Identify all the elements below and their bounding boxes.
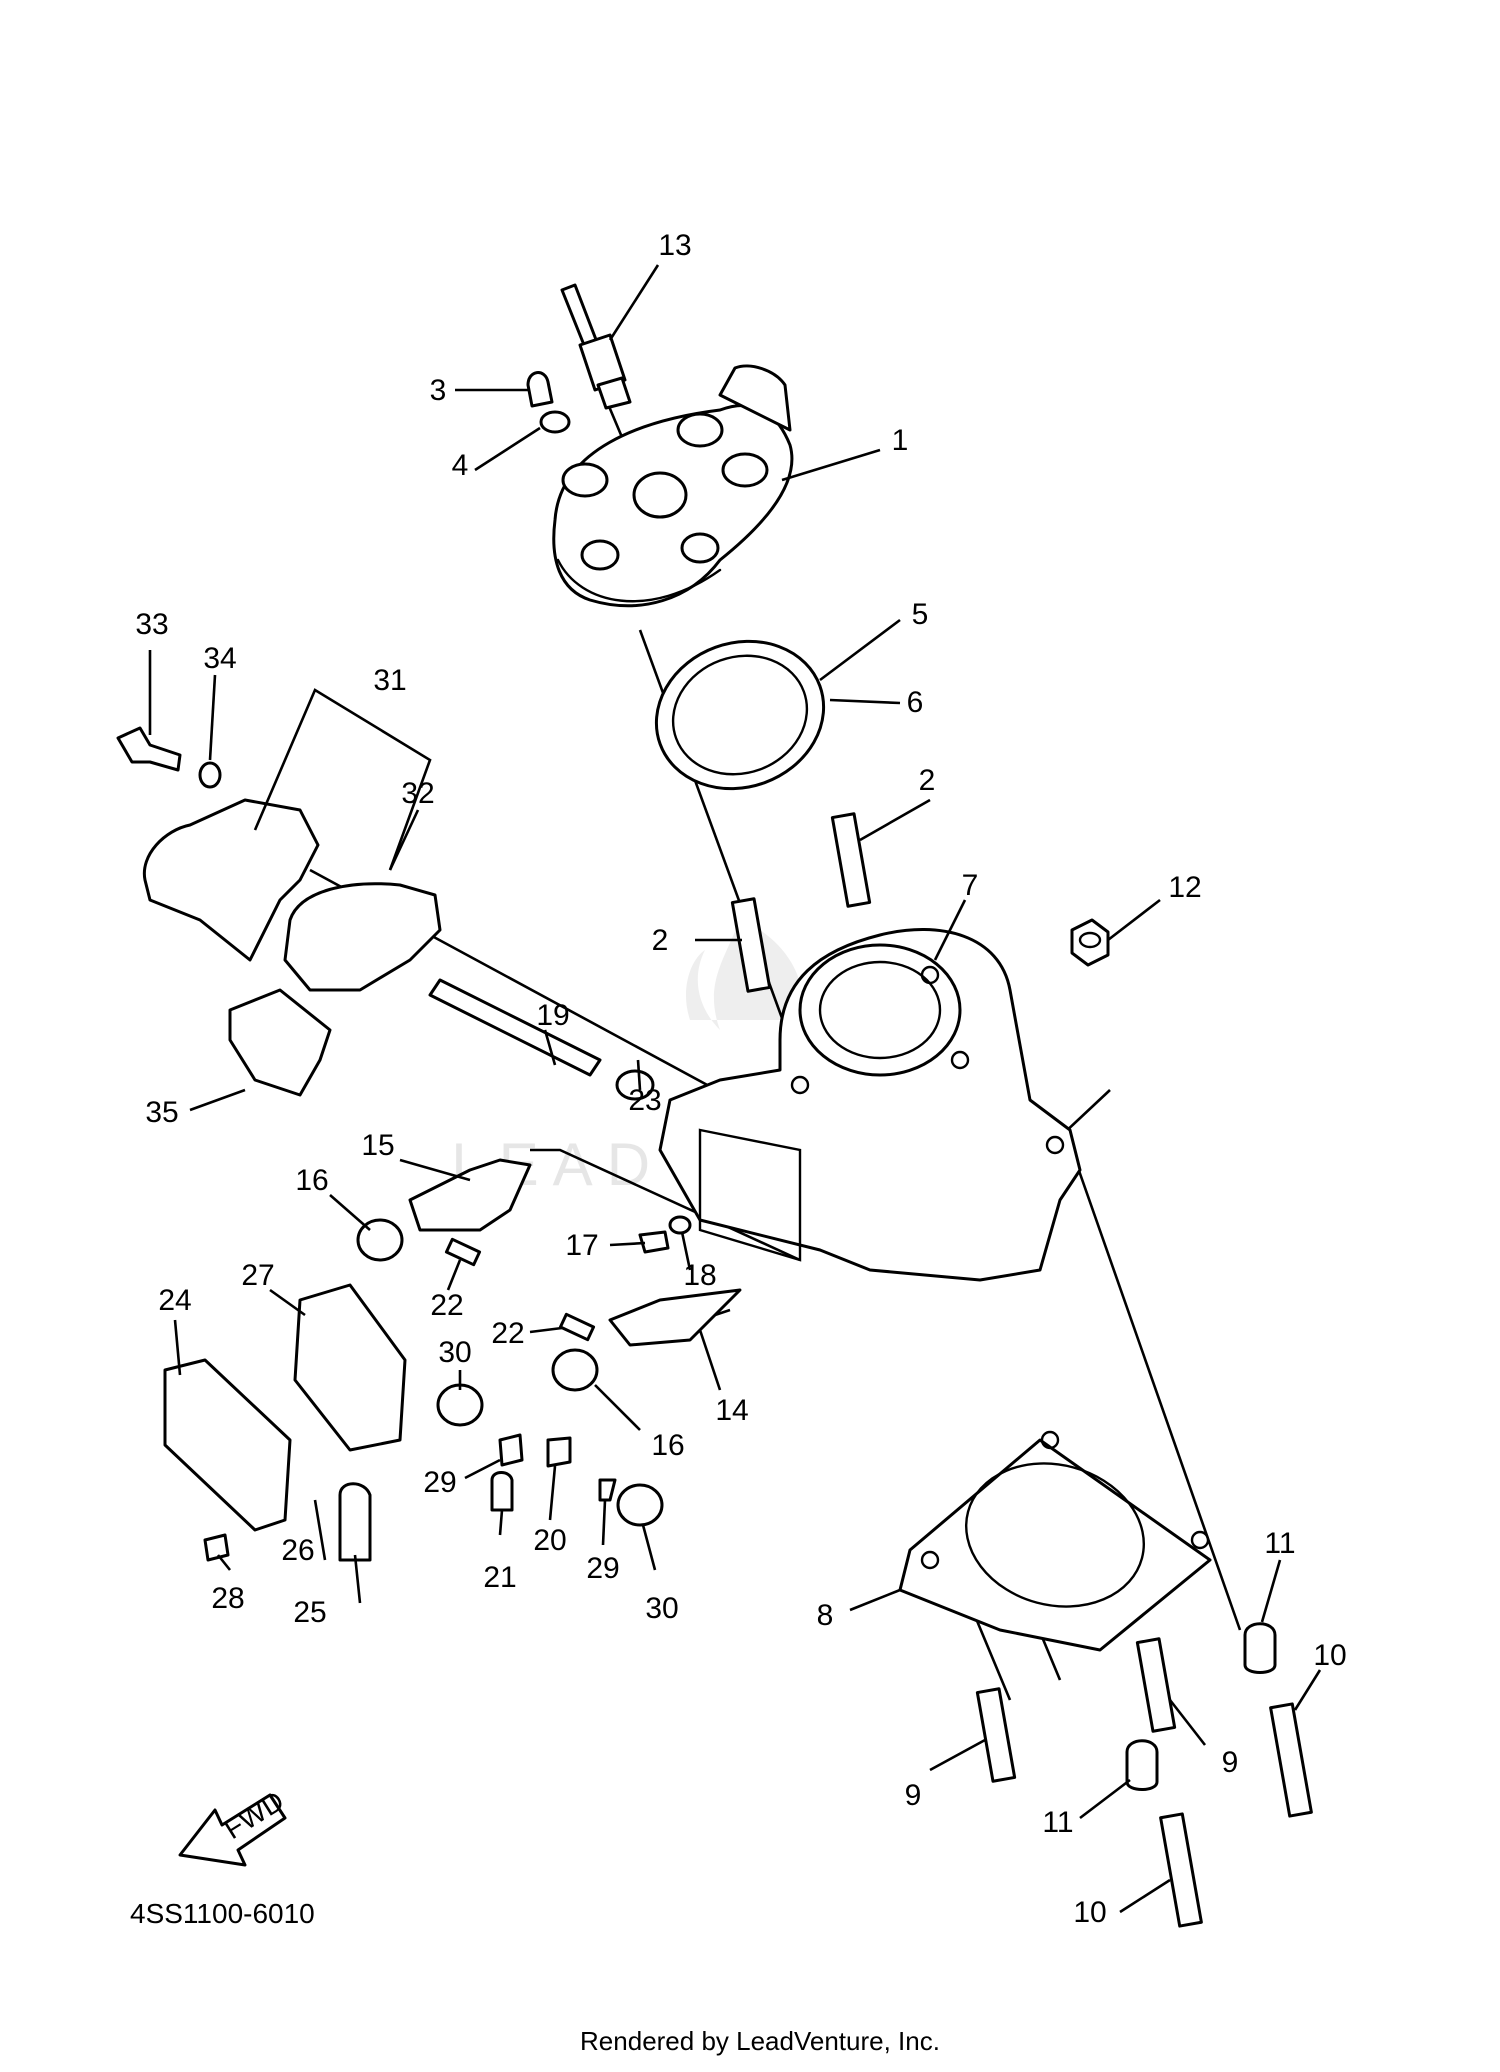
studs <box>730 812 872 993</box>
callout-24: 24 <box>158 1284 191 1317</box>
callout-18: 18 <box>683 1259 716 1292</box>
callout-26: 26 <box>281 1534 314 1567</box>
callout-28: 28 <box>211 1582 244 1615</box>
base-gasket <box>898 1430 1212 1652</box>
callout-27: 27 <box>241 1259 274 1292</box>
callout-15: 15 <box>361 1129 394 1162</box>
callout-30: 30 <box>438 1336 471 1369</box>
part-code: 4SS1100-6010 <box>130 1898 315 1929</box>
render-credit: Rendered by LeadVenture, Inc. <box>580 2026 940 2056</box>
callout-22: 22 <box>430 1289 463 1322</box>
callout-5: 5 <box>912 598 929 631</box>
callout-7: 7 <box>962 869 979 902</box>
callout-13: 13 <box>658 229 691 262</box>
callout-16: 16 <box>295 1164 328 1197</box>
o-rings <box>654 639 826 791</box>
callout-19: 19 <box>536 999 569 1032</box>
fwd-arrow: FWD <box>178 1785 289 1867</box>
valve-parts-lower <box>163 1283 664 1562</box>
lower-studs <box>975 1622 1313 1928</box>
callout-9: 9 <box>905 1779 922 1812</box>
callout-11b: 11 <box>1042 1806 1073 1839</box>
callout-29: 29 <box>423 1466 456 1499</box>
callout-10: 10 <box>1313 1639 1346 1672</box>
gaskets-reed <box>142 798 442 992</box>
callout-25: 25 <box>293 1596 326 1629</box>
callout-33: 33 <box>135 608 168 641</box>
spark-plug <box>560 283 632 410</box>
callout-34: 34 <box>203 642 236 675</box>
callout-8: 8 <box>817 1599 834 1632</box>
callout-16b: 16 <box>651 1429 684 1462</box>
callout-11: 11 <box>1264 1527 1295 1560</box>
callout-leaders <box>148 264 1322 1914</box>
valve-parts-mid <box>356 1158 742 1392</box>
callout-29b: 29 <box>586 1552 619 1585</box>
callout-2: 2 <box>919 764 936 797</box>
cylinder <box>658 928 1082 1282</box>
callout-23: 23 <box>628 1084 661 1117</box>
bolt-and-washer <box>526 371 571 434</box>
valve-parts-upper <box>228 978 655 1101</box>
callout-9b: 9 <box>1222 1746 1239 1779</box>
callout-1: 1 <box>892 424 909 457</box>
callout-32: 32 <box>401 777 434 810</box>
callout-14: 14 <box>715 1394 748 1427</box>
callout-22b: 22 <box>491 1317 524 1350</box>
callout-20: 20 <box>533 1524 566 1557</box>
callout-12: 12 <box>1168 871 1201 904</box>
callout-6: 6 <box>907 686 924 719</box>
callout-2b: 2 <box>652 924 669 957</box>
callout-35: 35 <box>145 1096 178 1129</box>
callout-3: 3 <box>430 374 447 407</box>
bolt-and-washer-left <box>116 726 222 789</box>
nut <box>1070 918 1110 967</box>
callout-10b: 10 <box>1073 1896 1106 1929</box>
cylinder-head <box>552 364 794 608</box>
callout-30b: 30 <box>645 1592 678 1625</box>
callout-31: 31 <box>373 664 406 697</box>
callout-labels: 1 2 2 3 4 5 6 7 8 9 9 10 10 11 11 12 13 … <box>135 229 1346 1929</box>
callout-4: 4 <box>452 449 469 482</box>
callout-21: 21 <box>483 1561 516 1594</box>
callout-17: 17 <box>565 1229 598 1262</box>
